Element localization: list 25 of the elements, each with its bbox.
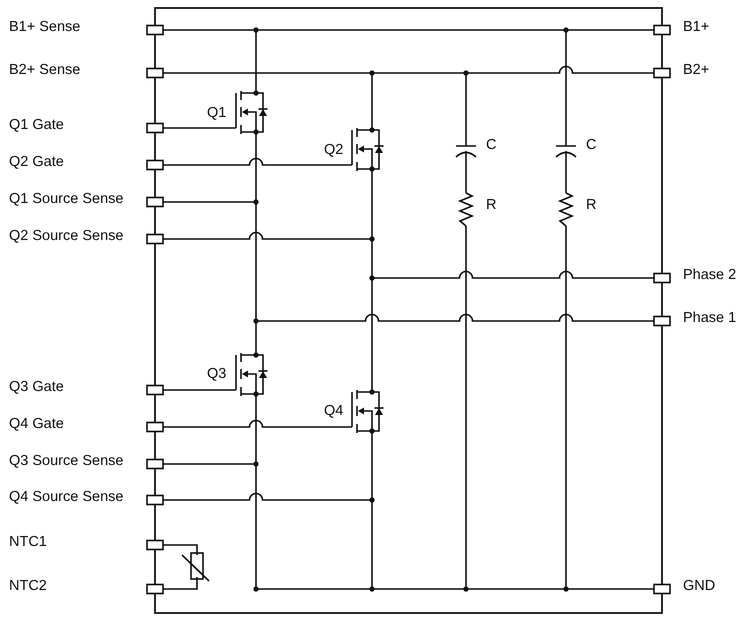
pin-label: NTC2 <box>9 577 47 595</box>
pin-label: Q4 Source Sense <box>9 488 124 506</box>
pin-label: NTC1 <box>9 533 47 551</box>
component-label: Q2 <box>324 141 344 159</box>
component-label: R <box>586 196 596 214</box>
component-label: Q1 <box>207 104 226 122</box>
pin-label: Q1 Source Sense <box>9 190 124 208</box>
pin-label: B2+ <box>683 61 710 79</box>
component-label: Q4 <box>324 402 344 420</box>
pin-label: Q1 Gate <box>9 116 64 134</box>
pin-label: Q2 Gate <box>9 153 64 171</box>
pin-label: Q2 Source Sense <box>9 227 124 245</box>
pin-label: Phase 2 <box>683 266 736 284</box>
pin-label: Q3 Source Sense <box>9 452 124 470</box>
pin-label: GND <box>683 577 716 595</box>
pin-label: Phase 1 <box>683 309 736 327</box>
pin-label: B1+ Sense <box>9 18 80 36</box>
pin-label: Q3 Gate <box>9 378 64 396</box>
pin-label: Q4 Gate <box>9 415 64 433</box>
pin-label: B2+ Sense <box>9 61 80 79</box>
component-label: R <box>486 196 496 214</box>
component-label: Q3 <box>207 365 226 383</box>
pin-label: B1+ <box>683 18 710 36</box>
component-label: C <box>486 136 496 154</box>
component-label: C <box>586 136 596 154</box>
